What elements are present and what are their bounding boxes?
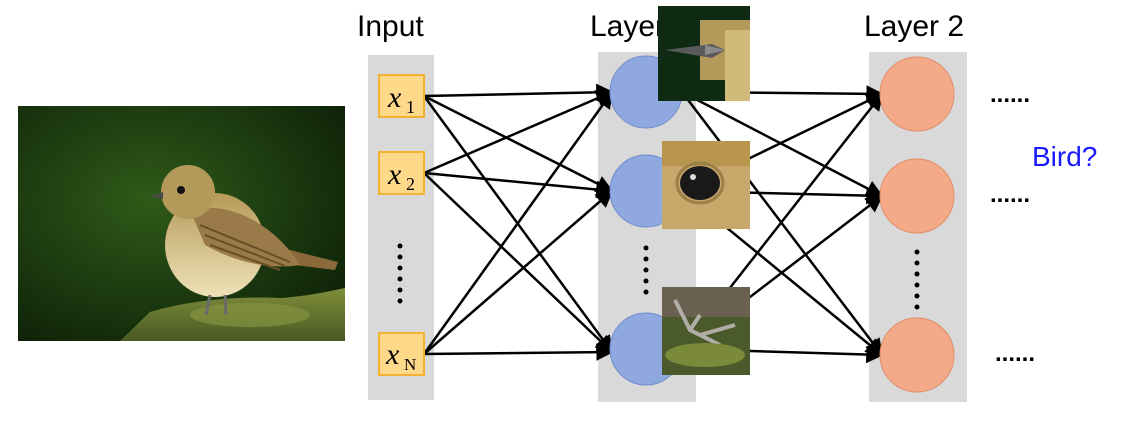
input-layer1-edge-3-1 [422,90,614,355]
input-sub: 2 [406,174,415,194]
layer2-label: Layer 2 [864,10,964,43]
input-layer1-edge-2-2 [423,171,614,199]
layer2-node-3 [879,317,955,393]
input-node-2: x 2 [378,151,425,195]
beak-patch [658,6,750,101]
layer2-vertical-ellipsis [914,249,920,310]
output-ellipsis-2: ...... [990,181,1030,208]
input-layer1-edge-1-2 [423,94,614,193]
input-label: Input [357,10,424,43]
input-sub: N [404,355,416,374]
input-layer1-edge-2-3 [423,172,614,354]
input-node-n: x N [378,332,425,376]
input-node-1: x 1 [378,74,425,118]
input-var: x [387,81,402,114]
layer2-node-2 [879,158,955,234]
layer1-layer2-edge-1-2 [681,90,884,198]
input-vertical-ellipsis [397,243,403,304]
eye-patch [662,141,750,229]
foot-patch [662,287,750,375]
layer2-node-1 [879,56,955,132]
bird-photo [18,106,345,341]
input-layer1-edge-3-3 [423,343,614,361]
edges-input-to-layer1 [422,83,614,361]
output-ellipsis-1: ...... [990,81,1030,108]
input-var: x [387,158,402,191]
input-var: x [385,338,400,371]
input-layer1-edge-1-1 [423,83,614,102]
output-ellipsis-3: ...... [995,340,1035,367]
layer1-vertical-ellipsis [643,245,649,295]
input-layer1-edge-2-1 [423,90,614,175]
bird-question-label: Bird? [1032,141,1097,172]
input-layer1-edge-3-2 [423,189,614,355]
input-sub: 1 [406,97,415,117]
